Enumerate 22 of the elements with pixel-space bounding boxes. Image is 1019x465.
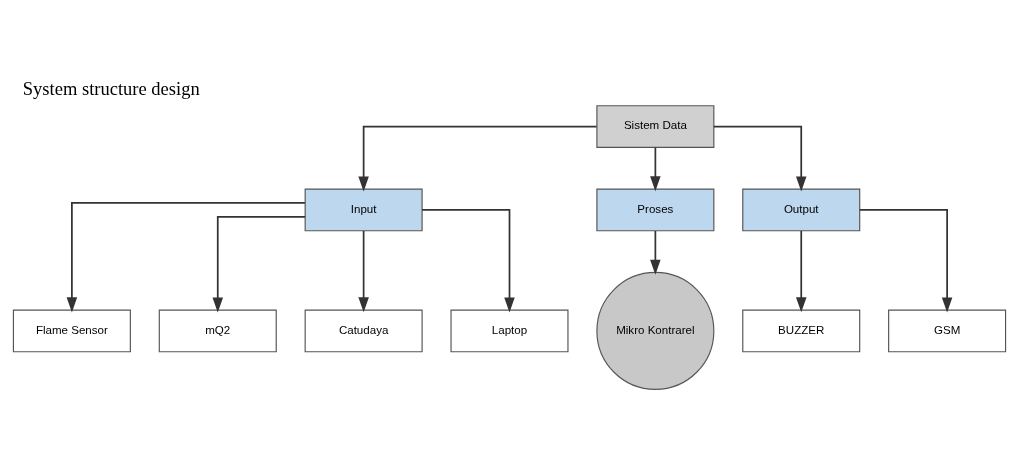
node-box: Flame Sensor [12, 309, 131, 353]
arrow [66, 202, 306, 313]
arrow [650, 146, 661, 192]
arrow [795, 230, 807, 313]
node-box: mQ2 [158, 309, 277, 353]
diagram-title: System structure design [22, 78, 200, 100]
node-circle: Mikro Kontrarel [596, 271, 715, 390]
arrow [358, 125, 598, 192]
node-box: Sistem Data [596, 105, 715, 148]
arrow [858, 209, 953, 313]
node-box: GSM [888, 309, 1007, 353]
arrow [713, 125, 807, 192]
node-box: Output [742, 188, 861, 232]
arrow [212, 216, 306, 313]
node-box: Catudaya [304, 309, 423, 353]
node-box: Input [304, 188, 423, 232]
arrow [358, 230, 369, 313]
node-box: BUZZER [742, 309, 861, 353]
arrow [421, 209, 515, 313]
arrow [650, 230, 661, 275]
node-box: Proses [596, 188, 715, 232]
node-box: Laptop [450, 309, 569, 353]
